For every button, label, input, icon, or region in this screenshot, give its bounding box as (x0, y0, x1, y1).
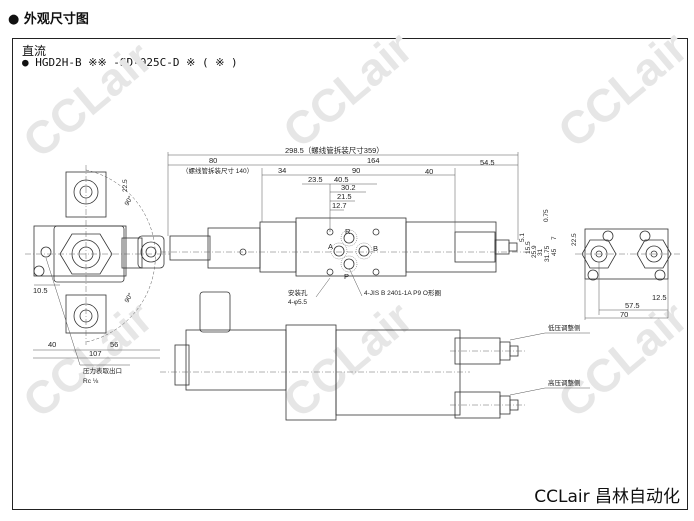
dim-5-1: 5.1 (519, 233, 526, 242)
dim-90: 90 (352, 166, 360, 175)
dim-10-5: 10.5 (33, 286, 48, 295)
model-number: ● HGD2H-B ※※ -SD-025C-D ※ ( ※ ) (22, 56, 238, 69)
dim-21-5: 21.5 (337, 192, 352, 201)
dim-30-2: 30.2 (341, 183, 356, 192)
port-p: P (344, 272, 349, 281)
drawing-frame (12, 38, 688, 510)
low-pressure-adjust-label: 低压调整侧 (548, 323, 581, 332)
dim-total-length: 298.5（螺线管拆装尺寸359） (285, 145, 384, 155)
port-b: B (373, 244, 378, 253)
dim-40-top: 40 (425, 167, 433, 176)
right-end-view (575, 228, 680, 320)
dim-70: 70 (620, 310, 628, 319)
watermark-group: CCLair CCLair CCLair CCLair CCLair CCLai… (13, 21, 694, 428)
dim-7: 7 (551, 236, 558, 240)
port-a: A (328, 242, 333, 251)
dim-23-5: 23.5 (308, 175, 323, 184)
dim-40: 40 (48, 340, 56, 349)
dim-12-7: 12.7 (332, 201, 347, 210)
dim-25-9: 25.9 (531, 245, 538, 258)
dim-31: 31 (537, 248, 544, 256)
dim-0-75: 0.75 (543, 209, 550, 222)
dim-solenoid-140: （螺线管拆装尺寸 140） (182, 166, 253, 175)
dim-22-5-left: 22.5 (122, 179, 129, 192)
dim-164: 164 (367, 156, 380, 165)
mount-hole-spec: 4-φ5.5 (288, 299, 307, 306)
dim-22-5-right: 22.5 (571, 233, 578, 246)
high-pressure-adjust-label: 高压调整侧 (548, 378, 581, 387)
watermark: CCLair (273, 291, 422, 428)
left-end-view (25, 165, 170, 366)
dim-12-5: 12.5 (652, 293, 667, 302)
watermark: CCLair (548, 21, 694, 158)
brand-logo: CCLair 昌林自动化 (534, 487, 680, 507)
dim-54-5: 54.5 (480, 158, 495, 167)
watermark: CCLair (13, 31, 162, 168)
dim-45: 45 (551, 248, 558, 256)
dim-56: 56 (110, 340, 118, 349)
power-type-label: 直流 (22, 44, 47, 58)
mount-hole-label: 安装孔 (288, 288, 308, 297)
page-title: ● 外观尺寸图 (8, 12, 89, 27)
oring-spec: 4-JIS B 2401-1A P9 O形圈 (364, 289, 441, 297)
dim-57-5: 57.5 (625, 301, 640, 310)
gauge-port-label: 压力表取出口 (83, 366, 122, 375)
top-view (160, 291, 590, 421)
gauge-thread-label: Rc ⅛ (83, 378, 99, 385)
front-view (160, 152, 530, 298)
dim-15-5: 15.5 (525, 241, 532, 254)
dim-80: 80 (209, 156, 217, 165)
dim-31-75: 31.75 (544, 245, 551, 262)
angle-90-top: 90° (123, 194, 135, 207)
watermark: CCLair (273, 21, 422, 158)
dim-40-5: 40.5 (334, 175, 349, 184)
dim-34: 34 (278, 166, 286, 175)
dim-107: 107 (89, 349, 102, 358)
watermark: CCLair (13, 291, 162, 428)
port-r: R (345, 227, 351, 236)
